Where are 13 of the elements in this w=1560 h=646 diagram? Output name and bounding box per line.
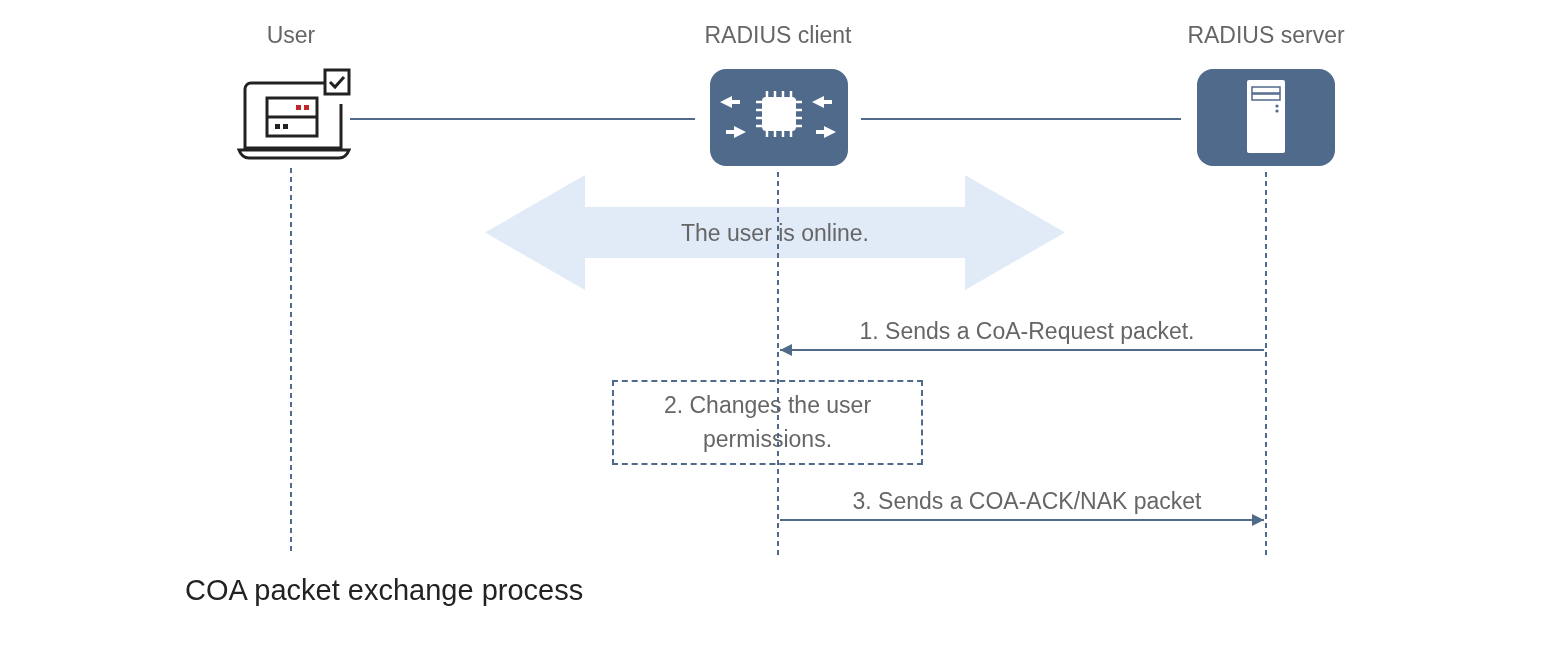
connection-line xyxy=(860,118,1182,120)
status-text: The user is online. xyxy=(680,218,870,247)
edge-label: 3. Sends a COA-ACK/NAK packet xyxy=(851,487,1203,515)
server-label: RADIUS server xyxy=(1186,22,1346,49)
user-label: User xyxy=(265,22,317,49)
caption: COA packet exchange process xyxy=(185,574,584,607)
connection-line xyxy=(349,118,696,120)
edge-label: 1. Sends a CoA-Request packet. xyxy=(858,317,1196,345)
process-box: 2. Changes the user permissions. xyxy=(612,380,923,465)
client-label: RADIUS client xyxy=(703,22,853,49)
message-arrow xyxy=(779,514,1265,526)
double-arrow-band xyxy=(485,175,1065,290)
message-arrow xyxy=(779,344,1265,356)
